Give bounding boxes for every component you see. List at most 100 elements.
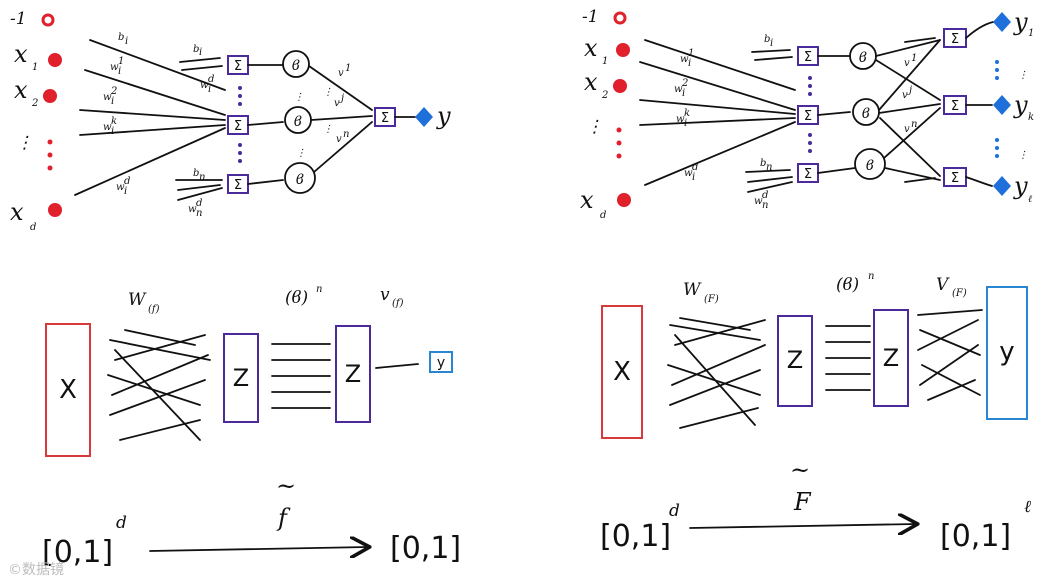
right-block-v-sub: (F) (952, 288, 967, 299)
left-small-w-label: w (200, 80, 209, 91)
right-b-label: b (764, 34, 770, 45)
right-b-label: b (760, 158, 766, 169)
activation-symbol: ϐ (296, 172, 305, 188)
right-sum-node-mid: Σ (797, 105, 819, 125)
right-v-connections (875, 37, 941, 183)
right-w-sup: d (762, 190, 768, 201)
left-activation-ellipsis: ⋮ (296, 148, 306, 159)
left-input-xd: x d (10, 198, 62, 233)
left-activation-mid: ϐ (284, 106, 312, 134)
left-block-x-label: X (59, 375, 77, 405)
right-weight-label: w (684, 168, 693, 179)
right-bias-input-label: -1 (582, 7, 599, 27)
left-input-sub: 2 (31, 98, 38, 109)
right-weight-sup: 1 (688, 48, 694, 59)
right-block-weight-lines (667, 317, 766, 429)
right-weight-w2: w 2 i (674, 78, 688, 99)
left-weight-sup: d (124, 176, 130, 187)
left-small-b-label: b (193, 168, 199, 179)
right-bias-node (613, 11, 627, 25)
left-bias-node (41, 13, 55, 27)
left-block-activation-label: (ϐ) (285, 288, 308, 308)
left-v-sup: j (339, 93, 344, 104)
right-input-label: x (584, 68, 598, 96)
left-output-node (415, 107, 433, 127)
left-sum-node-mid: Σ (227, 115, 249, 135)
left-v-ellipsis: ⋮ (323, 124, 333, 135)
right-bias-weights: b i b n w d n (754, 34, 773, 211)
right-output-dots: ⋮ ⋮ (995, 60, 1028, 161)
right-weight-sub: i (692, 172, 695, 183)
left-block-weight-lines (107, 329, 211, 441)
left-v-label: v (338, 68, 344, 79)
left-weight-sub: i (124, 186, 127, 197)
right-network: -1 x 1 x 2 ⋮ x d (580, 7, 1034, 221)
left-activation-ellipsis: ⋮ (294, 92, 304, 103)
right-output-sub: ℓ (1028, 194, 1032, 205)
left-input-node (48, 53, 62, 67)
activation-symbol: ϐ (859, 50, 868, 66)
sum-symbol: Σ (951, 171, 959, 186)
right-activation-bottom: ϐ (854, 148, 886, 180)
right-mapping-function: F (793, 488, 812, 516)
left-connections (74, 39, 226, 201)
right-output-ellipsis: ⋮ (1018, 70, 1028, 81)
left-bias-weight-sub: i (125, 36, 128, 47)
left-v-sup: 1 (345, 63, 351, 74)
left-weight-label: w (103, 92, 112, 103)
left-block-weight-sub: (f) (148, 304, 160, 315)
right-sum-node-top: Σ (797, 46, 819, 66)
right-b-sub: n (766, 162, 772, 173)
right-mapping-codomain-exp: ℓ (1024, 497, 1031, 517)
right-activation-top: ϐ (849, 42, 877, 70)
left-input-ellipsis: ⋮ (16, 133, 33, 153)
left-output-label: y (436, 102, 451, 130)
left-input-node (48, 203, 62, 217)
watermark-logo: ©数据镜 (8, 562, 64, 578)
right-activation-mid: ϐ (852, 98, 880, 126)
right-mapping-arrow (689, 524, 916, 528)
sum-symbol: Σ (234, 178, 242, 193)
right-input-x1: x 1 (584, 34, 630, 67)
sum-symbol: Σ (804, 50, 812, 65)
left-input-label: x (10, 198, 24, 226)
right-mapping-domain-exp: d (669, 501, 680, 521)
right-block-activation-lines (825, 325, 871, 391)
left-small-w-label: w (188, 204, 197, 215)
right-weight-label: w (676, 114, 685, 125)
right-input-node (617, 193, 631, 207)
right-block-z-left-label: Z (787, 346, 803, 374)
right-input-label: x (584, 34, 598, 62)
right-v-label: v (904, 58, 910, 69)
left-small-w-sub: n (196, 208, 202, 219)
left-v-label: v (336, 134, 342, 145)
activation-symbol: ϐ (292, 58, 301, 74)
right-input-node (616, 43, 630, 57)
right-mapping: [0,1] d ~ F [0,1] ℓ (600, 456, 1031, 554)
right-weight-label: w (680, 54, 689, 65)
right-input-label: x (580, 186, 594, 214)
left-network: -1 x 1 x 2 ⋮ x d (10, 9, 451, 233)
left-block-z-left: Z (223, 333, 259, 423)
left-block-y: y (429, 351, 453, 373)
right-w-label: w (754, 196, 763, 207)
right-output-label: y (1013, 172, 1028, 200)
right-block-x: X (601, 305, 643, 439)
right-output-yl: y ℓ (993, 172, 1032, 205)
right-mapping-codomain: [0,1] (940, 519, 1011, 554)
right-weight-sup: 2 (681, 78, 688, 89)
left-v-connections (308, 65, 373, 173)
right-output-sub: k (1028, 112, 1034, 123)
left-block-v-sub: (f) (392, 298, 404, 309)
right-block-z-left: Z (777, 315, 813, 407)
right-v-label: v (902, 90, 908, 101)
left-small-b-label: b (193, 44, 199, 55)
right-output-sum-l: Σ (943, 167, 967, 187)
left-block-z-left-label: Z (233, 364, 249, 392)
left-bias-weight-label: b (118, 32, 124, 43)
right-weight-label: w (674, 84, 683, 95)
left-weight-sub: i (111, 126, 114, 137)
right-output-yk: y k (993, 91, 1034, 123)
right-w-sub: n (762, 200, 768, 211)
left-input-x1: x 1 (14, 40, 62, 73)
